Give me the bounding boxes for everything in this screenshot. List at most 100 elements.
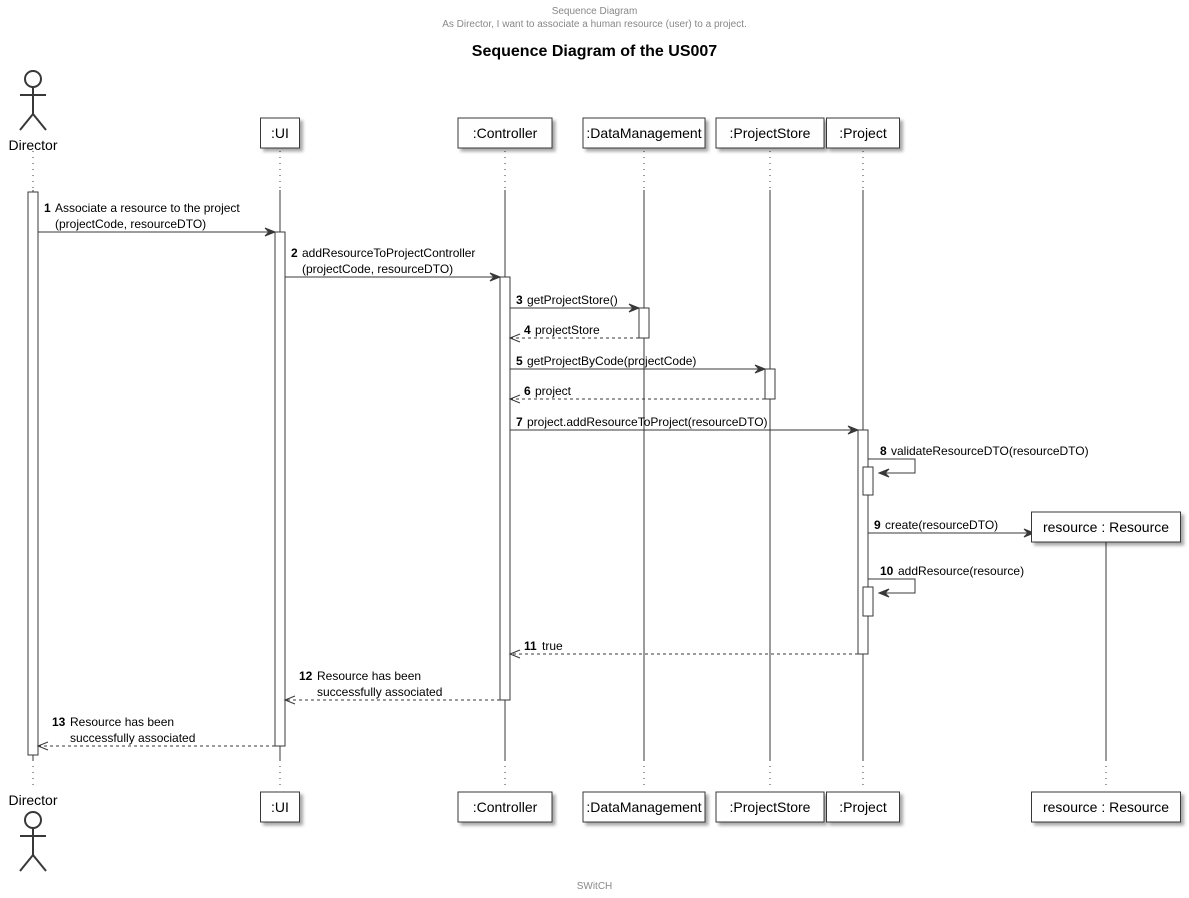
participant-label: resource : Resource xyxy=(1043,799,1169,815)
message-number: 12 xyxy=(299,669,313,683)
message-label: projectStore xyxy=(535,323,600,337)
message-number: 5 xyxy=(516,354,523,368)
message-number: 11 xyxy=(524,639,537,653)
participant-ui-bottom: :UI xyxy=(260,791,300,823)
message-label: Resource has been xyxy=(70,715,174,729)
participant-box xyxy=(457,791,553,823)
participant-box xyxy=(715,117,825,149)
participant-resource-created: resource : Resource xyxy=(1031,511,1181,543)
diagram-title: Sequence Diagram of the US007 xyxy=(471,43,718,60)
message-line xyxy=(868,458,916,474)
participant-box xyxy=(715,791,825,823)
actor-leg-left xyxy=(19,854,34,872)
message-number: 8 xyxy=(880,444,887,458)
message-label: create(resourceDTO) xyxy=(885,518,998,532)
message-label: successfully associated xyxy=(317,685,442,699)
participant-box xyxy=(582,117,706,149)
actor-director-top: Director xyxy=(8,70,58,153)
message-8: 8 validateResourceDTO(resourceDTO) xyxy=(868,444,1089,478)
message-12: 12 Resource has been successfully associat… xyxy=(283,669,500,705)
participant-controller-bottom: :Controller xyxy=(457,791,553,823)
message-label: validateResourceDTO(resourceDTO) xyxy=(891,444,1089,458)
message-13: 13 Resource has been successfully associat… xyxy=(36,715,275,751)
activation-project xyxy=(862,586,874,617)
diagram-header-line1: Sequence Diagram xyxy=(551,6,638,17)
participant-resource-bottom: resource : Resource xyxy=(1031,791,1181,823)
activation-project xyxy=(862,466,874,496)
message-label: (projectCode, resourceDTO) xyxy=(302,262,453,276)
participant-label: resource : Resource xyxy=(1043,519,1169,535)
participant-project-bottom: :Project xyxy=(826,791,900,823)
activation-controller xyxy=(499,276,511,701)
participant-label: :Controller xyxy=(473,799,538,815)
diagram-header-line2: As Director, I want to associate a human… xyxy=(442,19,747,30)
message-number: 3 xyxy=(516,293,523,307)
participant-box xyxy=(826,791,900,823)
actor-head xyxy=(24,811,42,829)
message-3: 3 getProjectStore() xyxy=(510,293,641,313)
diagram-footer: SWitCH xyxy=(576,881,613,892)
arrow-head xyxy=(508,394,521,404)
participant-label: :Controller xyxy=(473,125,538,141)
participant-label: :DataManagement xyxy=(586,799,701,815)
activation-director xyxy=(27,191,39,756)
participant-label: :ProjectStore xyxy=(730,799,811,815)
arrow-head xyxy=(847,425,860,435)
actor-label: Director xyxy=(8,137,57,153)
actor-label: Director xyxy=(8,792,57,808)
arrow-head xyxy=(264,227,277,237)
participant-label: :UI xyxy=(271,125,289,141)
participant-label: :Project xyxy=(839,125,887,141)
participant-projectstore-bottom: :ProjectStore xyxy=(715,791,825,823)
arrow-head xyxy=(508,649,521,659)
actor-director-bottom: Director xyxy=(8,792,58,872)
arrow-head xyxy=(489,272,502,282)
participant-label: :UI xyxy=(271,799,289,815)
message-label: (projectCode, resourceDTO) xyxy=(55,217,206,231)
participant-label: :ProjectStore xyxy=(730,125,811,141)
activation-datamanagement xyxy=(638,307,650,339)
participant-ui-top: :UI xyxy=(260,117,300,149)
arrow-head xyxy=(283,695,296,705)
message-label: true xyxy=(542,639,563,653)
message-label: Resource has been xyxy=(317,669,421,683)
participant-box xyxy=(260,117,300,149)
participant-project-top: :Project xyxy=(826,117,900,149)
participant-box xyxy=(260,791,300,823)
message-label: project xyxy=(535,384,572,398)
activation-ui xyxy=(274,231,286,747)
message-number: 6 xyxy=(524,384,531,398)
actor-leg-left xyxy=(19,113,34,131)
message-number: 13 xyxy=(52,715,66,729)
message-label: addResource(resource) xyxy=(898,564,1024,578)
message-label: project.addResourceToProject(resourceDTO… xyxy=(527,415,768,429)
arrow-head xyxy=(877,588,890,598)
activation-project xyxy=(857,429,869,655)
message-label: successfully associated xyxy=(70,731,195,745)
activation-projectstore xyxy=(764,368,776,400)
participant-projectstore-top: :ProjectStore xyxy=(715,117,825,149)
arrow-head xyxy=(628,303,641,313)
message-label: getProjectByCode(projectCode) xyxy=(527,354,696,368)
message-number: 7 xyxy=(516,415,523,429)
message-5: 5 getProjectByCode(projectCode) xyxy=(510,354,767,374)
actor-leg-right xyxy=(32,854,47,872)
participant-box xyxy=(826,117,900,149)
participant-box xyxy=(1031,791,1181,823)
arrow-head xyxy=(877,468,890,478)
participant-datamanagement-bottom: :DataManagement xyxy=(582,791,706,823)
message-number: 1 xyxy=(44,201,51,215)
message-number: 2 xyxy=(291,246,298,260)
participant-label: :Project xyxy=(839,799,887,815)
arrow-head xyxy=(36,741,49,751)
participant-controller-top: :Controller xyxy=(457,117,553,149)
message-number: 9 xyxy=(874,518,881,532)
message-6: 6 project xyxy=(508,384,765,404)
message-9: 9 create(resourceDTO) xyxy=(868,518,1036,538)
message-label: getProjectStore() xyxy=(527,293,618,307)
